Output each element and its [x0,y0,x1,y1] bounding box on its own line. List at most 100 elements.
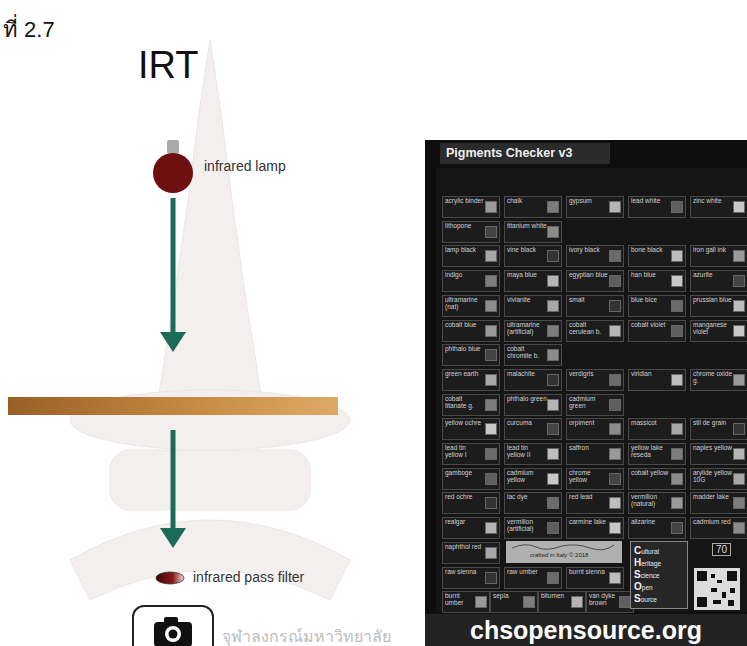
ir-beam-arrow [160,198,186,548]
pigment-name: naphthol red [445,544,485,551]
pigment-swatch [547,300,559,312]
website-url: chsopensource.org [425,614,747,646]
pigment-swatch [485,374,497,386]
pigment-cell: iron gall ink [690,245,747,267]
checker-title: Pigments Checker v3 [446,146,572,160]
pigment-swatch [547,201,559,213]
figure-number: ที่ 2.7 [3,12,55,47]
pigment-name: stil de grain [693,420,733,427]
signature-scribble [506,541,622,551]
pigment-name: vine black [507,247,547,254]
pigment-cell: cobalt cerulean b. [566,320,624,342]
pigment-swatch [609,572,621,584]
checker-header: Pigments Checker v3 [440,143,610,164]
pigment-swatch [485,300,497,312]
pigment-swatch [733,325,745,337]
pigment-cell: cobalt violet [628,320,686,342]
pigment-cell: van dyke brown [586,591,634,613]
pigment-name: orpiment [569,420,609,427]
qr-code [694,568,740,610]
pigment-cell: green earth [442,369,500,391]
pigment-swatch [671,448,683,460]
pigment-swatch [609,448,621,460]
pigment-name: saffron [569,445,609,452]
pigment-cell: manganese violet [690,320,747,342]
pigment-swatch [547,423,559,435]
pigment-name: malachite [507,371,547,378]
pigment-cell: gamboge [442,468,500,490]
pigment-cell: bone black [628,245,686,267]
pigment-name: blue bice [631,297,671,304]
pigment-swatch [671,300,683,312]
lamp-symbol [150,140,198,196]
pigment-cell: massicot [628,418,686,440]
pigment-swatch [609,423,621,435]
pigment-swatch [671,250,683,262]
pigment-name: yellow ochre [445,420,485,427]
pigment-name: cadmium yellow [507,470,547,484]
pigment-name: indigo [445,272,485,279]
pigment-swatch [547,349,559,361]
site-banner: chsopensource.org [425,614,747,646]
pigment-name: acrylic binder [445,198,485,205]
pigment-swatch [485,448,497,460]
pigment-swatch [609,374,621,386]
pigment-swatch [485,473,497,485]
pigment-swatch [485,275,497,287]
logo-word: Source [634,593,684,605]
pigment-cell: chrome oxide g. [690,369,747,391]
pigment-name: zinc white [693,198,733,205]
pigment-name: raw sienna [445,569,485,576]
pigment-name: cobalt blue [445,322,485,329]
signature-card: crafted in Italy © 2018 [506,541,622,563]
pigment-name: alizarine [631,519,671,526]
pigment-cell: realgar [442,517,500,539]
pigment-cell: alizarine [628,517,686,539]
pigment-name: vivianite [507,297,547,304]
pigment-name: curcuma [507,420,547,427]
pigment-cell: prussian blue [690,295,747,317]
pigment-cell: curcuma [504,418,562,440]
pigment-cell: burnt umber [442,591,490,613]
pigment-name: cobalt yellow [631,470,671,477]
pigment-swatch [475,596,487,608]
pigment-swatch [547,473,559,485]
pigment-swatch [671,325,683,337]
pigment-cell: lamp black [442,245,500,267]
pigment-swatch [523,596,535,608]
pigment-cell: cobalt yellow [628,468,686,490]
pigment-cell: cadmium red [690,517,747,539]
pigment-name: burnt umber [445,593,475,607]
pigment-name: red lead [569,494,609,501]
pigment-cell: vivianite [504,295,562,317]
pigment-name: carmine lake [569,519,609,526]
pigment-swatch [485,250,497,262]
pigment-cell: vermilion (artificial) [504,517,562,539]
pigment-name: azurite [693,272,733,279]
pigment-cell: lead tin yellow I [442,443,500,465]
pigment-swatch [671,423,683,435]
pigment-name: vermilion (natural) [631,494,671,508]
pigment-cell: maya blue [504,270,562,292]
camera-icon [133,606,213,646]
pigment-cell: zinc white [690,196,747,218]
pigment-name: cobalt violet [631,322,671,329]
pigment-cell: stil de grain [690,418,747,440]
pigment-swatch [671,473,683,485]
pigment-swatch [485,201,497,213]
pigment-name: cobalt chromite b. [507,346,547,360]
pigment-cell: smalt [566,295,624,317]
pigment-name: ultramarine (artificial) [507,322,547,336]
pigment-cell: blue bice [628,295,686,317]
pigment-name: bitumen [541,593,571,600]
pigment-name: bone black [631,247,671,254]
pigment-swatch [547,572,559,584]
pigment-name: phthalo green [507,396,547,403]
filter-symbol [153,566,193,590]
pigment-swatch [609,522,621,534]
pigment-name: prussian blue [693,297,733,304]
pigment-name: lead tin yellow I [445,445,485,459]
pigment-name: lead tin yellow II [507,445,547,459]
pigment-swatch [547,250,559,262]
pigment-swatch [609,497,621,509]
